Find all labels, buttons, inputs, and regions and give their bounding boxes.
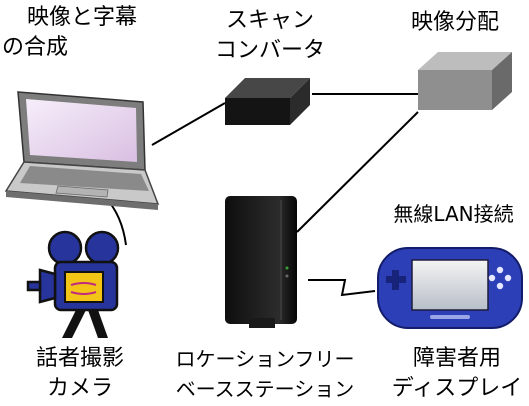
camera-label-line1: 話者撮影: [35, 346, 124, 371]
video-camera-icon: [26, 230, 120, 338]
scan-converter-label-line1: スキャン: [225, 8, 314, 33]
display-label-line2: ディスプレイ: [391, 376, 523, 401]
wireless-link-zigzag: [308, 279, 376, 297]
pc-label-line2: の合成: [2, 35, 69, 60]
camera-label-line2: カメラ: [46, 376, 113, 401]
pc-label-line1: 映像と字幕: [26, 5, 137, 30]
wireless-label: 無線LAN接続: [378, 199, 529, 229]
base-station-label: ロケーションフリー ベースステーション: [150, 344, 380, 404]
psp-display-icon: [377, 247, 523, 329]
line-distributor-to-base: [296, 111, 419, 233]
base-station-icon: [225, 196, 297, 328]
line-pc-to-converter: [151, 102, 226, 146]
display-label-line1: 障害者用: [412, 346, 501, 371]
video-distributor-icon: [418, 52, 512, 110]
scan-converter-icon: [225, 78, 310, 125]
scan-converter-label: スキャン コンバータ: [200, 6, 340, 66]
base-station-label-line2: ベースステーション: [175, 377, 355, 401]
laptop-icon: [4, 91, 160, 210]
display-label: 障害者用 ディスプレイ: [385, 344, 529, 404]
distributor-label: 映像分配: [380, 8, 529, 38]
pc-label: 映像と字幕 の合成: [2, 3, 162, 63]
camera-label: 話者撮影 カメラ: [10, 344, 150, 404]
scan-converter-label-line2: コンバータ: [214, 38, 325, 63]
wireless-label-text: 無線LAN接続: [393, 202, 514, 226]
base-station-label-line1: ロケーションフリー: [175, 347, 355, 371]
distributor-label-text: 映像分配: [410, 10, 499, 35]
